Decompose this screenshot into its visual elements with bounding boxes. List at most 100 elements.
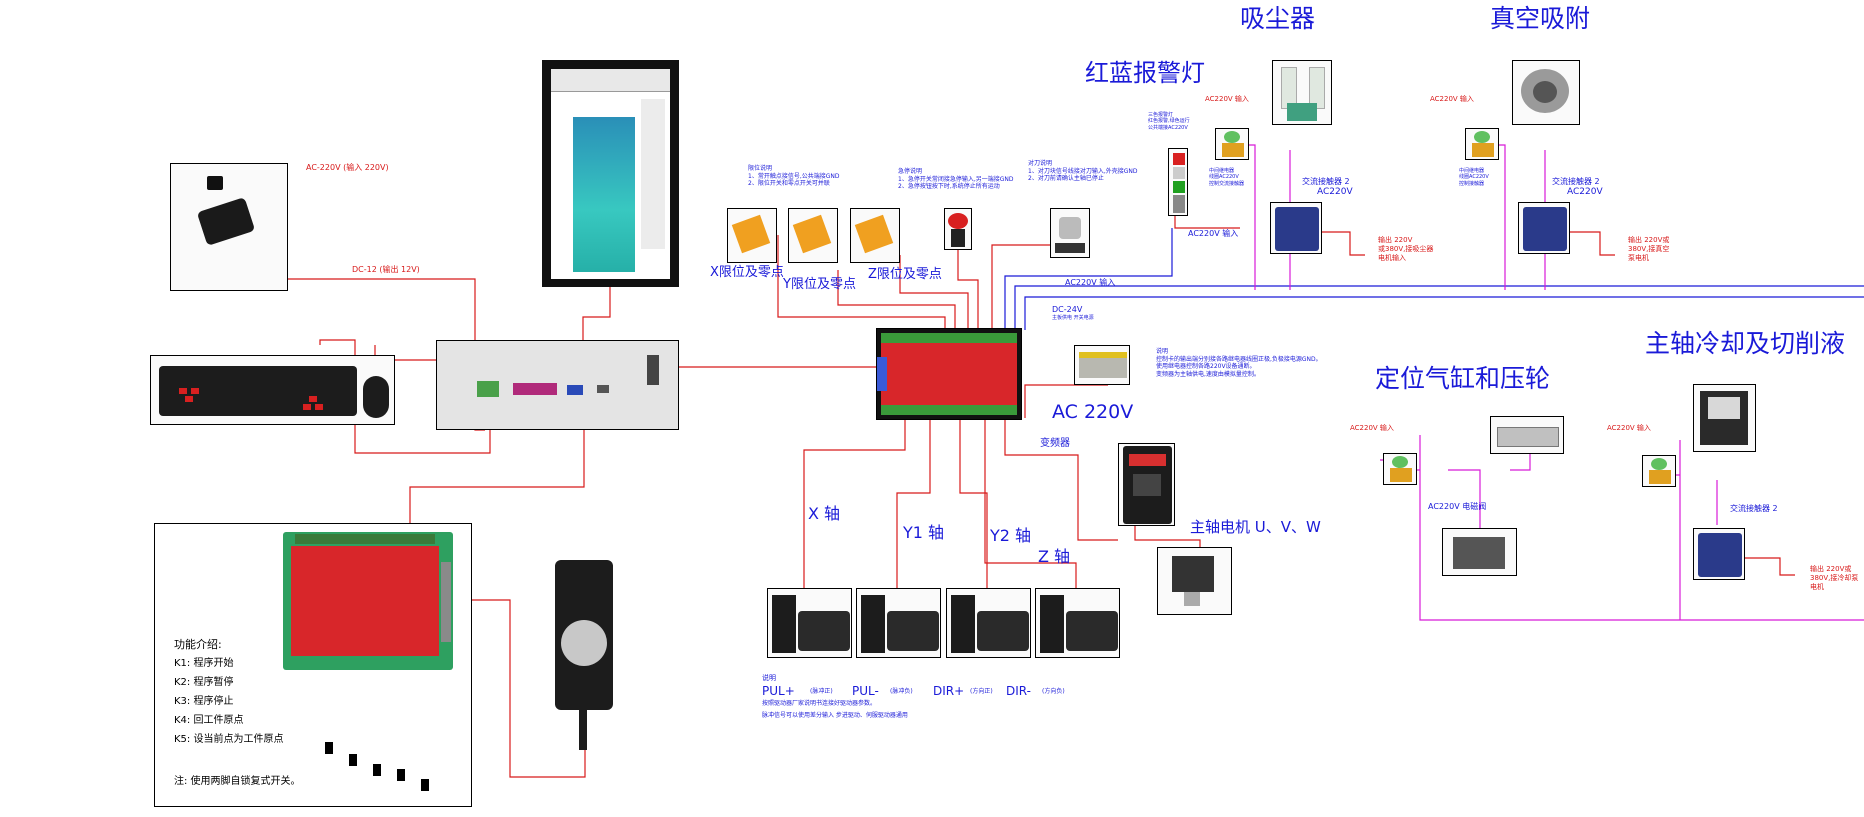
vacuum-note-0: 中间继电器 [1459, 168, 1485, 174]
vacuum-ac-in: AC220V 输入 [1430, 95, 1474, 103]
vfd-image [1118, 443, 1175, 526]
adapter-icon [196, 197, 256, 246]
y2-driver-motor-image [946, 588, 1031, 658]
mouse-icon [363, 376, 389, 418]
vacuum-note-2: 控制接触器 [1459, 180, 1485, 187]
board-note-2: 变频器为主轴供电,速度由模拟量控制。 [1156, 370, 1260, 378]
z-limit-wire [899, 255, 969, 330]
board-handwheel-wire [440, 599, 586, 778]
dc24v-note: 主板供电 开关电源 [1052, 315, 1094, 321]
dust-collector-title: 吸尘器 [1240, 4, 1316, 33]
x-driver-motor-image [767, 588, 852, 658]
monitor-screen [551, 69, 670, 279]
air-cylinder-image [1490, 416, 1564, 454]
vacuum-output-notes: 输出 220V或 380V,接真空 泵电机 [1628, 236, 1669, 262]
dust-coil-label: AC220V [1317, 187, 1353, 197]
keyboard-icon [159, 366, 357, 416]
y-limit-switch-image [788, 208, 838, 263]
adapter-dc-label: DC-12 (输出 12V) [352, 265, 420, 274]
dust-contactor-image [1270, 202, 1322, 254]
estop-note-2: 2、急停按钮按下时,系统停止所有运动 [898, 183, 1000, 190]
spindle-motor-image [1157, 547, 1232, 615]
function-item-k1: K1: 程序开始 [174, 658, 234, 669]
dust-output-notes: 输出 220V 或380V,接吸尘器 电机输入 [1378, 236, 1433, 262]
estop-button-image [944, 208, 972, 250]
controller-bus-3 [1024, 296, 1864, 330]
estop-icon [948, 213, 968, 229]
z-driver-motor-image [1035, 588, 1120, 658]
push-buttons [325, 724, 475, 794]
function-item-k2: K2: 程序暂停 [174, 677, 234, 688]
estop-notes: 急停说明 1、急停开关常闭接急停输入,另一端接GND 2、急停按钮按下时,系统停… [898, 168, 1013, 191]
plug-icon [207, 176, 223, 190]
limit-note-2: 2、限位开关和零点开关可并联 [748, 180, 830, 187]
x-axis-label: X 轴 [808, 504, 841, 523]
y2-axis-wire [959, 418, 988, 590]
vacuum-magenta-1 [1470, 144, 1506, 290]
coolant-ac-in: AC220V 输入 [1607, 424, 1651, 432]
vga-port-icon [567, 385, 583, 395]
coolant-output-0: 输出 220V或 [1810, 565, 1852, 573]
driver-signal-dir-minus: DIR- [1006, 684, 1031, 698]
limit-note-0: 限位说明 [748, 165, 773, 172]
serial-port-icon [647, 355, 659, 385]
probe-note-1: 1、对刀块信号线接对刀输入,外壳接GND [1028, 167, 1138, 175]
y1-driver-motor-image [856, 588, 941, 658]
vacuum-note-1: 线圈AC220V [1459, 174, 1489, 181]
limit-notes: 限位说明 1、常开触点接信号,公共端接GND 2、限位开关和零点开关可并联 [748, 165, 839, 188]
ac220v-bus-label: AC220V 输入 [1065, 278, 1116, 287]
dust-contactor-label: 交流接触器 2 [1302, 177, 1350, 186]
alarm-note-0: 三色报警灯 [1148, 112, 1174, 118]
tool-probe-image [1050, 208, 1090, 258]
z-axis-wire [984, 418, 1077, 590]
vacuum-output-wire [1560, 231, 1615, 256]
monitor-wire [582, 287, 611, 345]
probe-note-0: 对刀说明 [1028, 160, 1053, 167]
vacuum-pump-image [1512, 60, 1580, 125]
board-note-1: 使用继电器控制各路220V设备通断。 [1156, 363, 1256, 370]
coolant-contactor-image [1693, 528, 1745, 580]
cylinder-relay-image [1383, 453, 1417, 485]
probe-wire [991, 244, 1060, 330]
dust-output-1: 或380V,接吸尘器 [1378, 244, 1434, 253]
y1-axis-wire [896, 418, 931, 590]
coolant-output-wire [1745, 557, 1795, 576]
function-item-k4: K4: 回工件原点 [174, 715, 244, 726]
y2-axis-label: Y2 轴 [990, 526, 1032, 545]
vacuum-contactor-label: 交流接触器 2 [1552, 177, 1600, 186]
handwheel-board-image [283, 532, 453, 670]
controller-bus-1 [1004, 228, 1173, 330]
y-limit-label: Y限位及零点 [783, 277, 856, 292]
x-limit-wire [777, 235, 946, 330]
keyboard-mouse-image [150, 355, 395, 425]
handwheel-dial-icon [561, 620, 607, 666]
vacuum-relay-image [1465, 128, 1499, 160]
driver-signal-dir-minus-note: (方向负) [1042, 688, 1065, 695]
dust-note-0: 中间继电器 [1209, 168, 1235, 174]
handwheel-footnote: 注: 使用两脚自锁复式开关。 [174, 776, 301, 787]
probe-notes: 对刀说明 1、对刀块信号线接对刀输入,外壳接GND 2、对刀前请确认主轴已停止 [1028, 160, 1137, 183]
alarm-light-image [1168, 148, 1188, 216]
ac220v-big-label: AC 220V [1052, 401, 1134, 423]
vacuum-output-1: 380V,接真空 [1628, 244, 1670, 253]
parallel-port-icon [513, 383, 557, 395]
function-intro-title: 功能介绍: [174, 638, 222, 651]
driver-signal-pul-plus: PUL+ [762, 684, 795, 698]
x-limit-switch-image [727, 208, 777, 263]
driver-note-heading: 说明 [762, 674, 776, 682]
dust-output-0: 输出 220V [1378, 236, 1413, 244]
board-note-heading: 说明 [1156, 348, 1169, 355]
db25-port-icon [877, 357, 887, 391]
driver-signal-pul-minus-note: (脉冲负) [890, 688, 913, 695]
z-limit-switch-image [850, 208, 900, 263]
motion-controller-board-image [876, 328, 1022, 420]
software-toolbar [551, 69, 670, 92]
coolant-output-2: 电机 [1810, 582, 1824, 591]
pc-handwheel-board-wire [409, 425, 585, 535]
coolant-pump-image [1693, 384, 1756, 452]
x-axis-wire [803, 418, 906, 590]
vacuum-coil-label: AC220V [1567, 187, 1603, 197]
solenoid-valve-image [1442, 528, 1517, 576]
dust-output-wire [1310, 231, 1365, 256]
